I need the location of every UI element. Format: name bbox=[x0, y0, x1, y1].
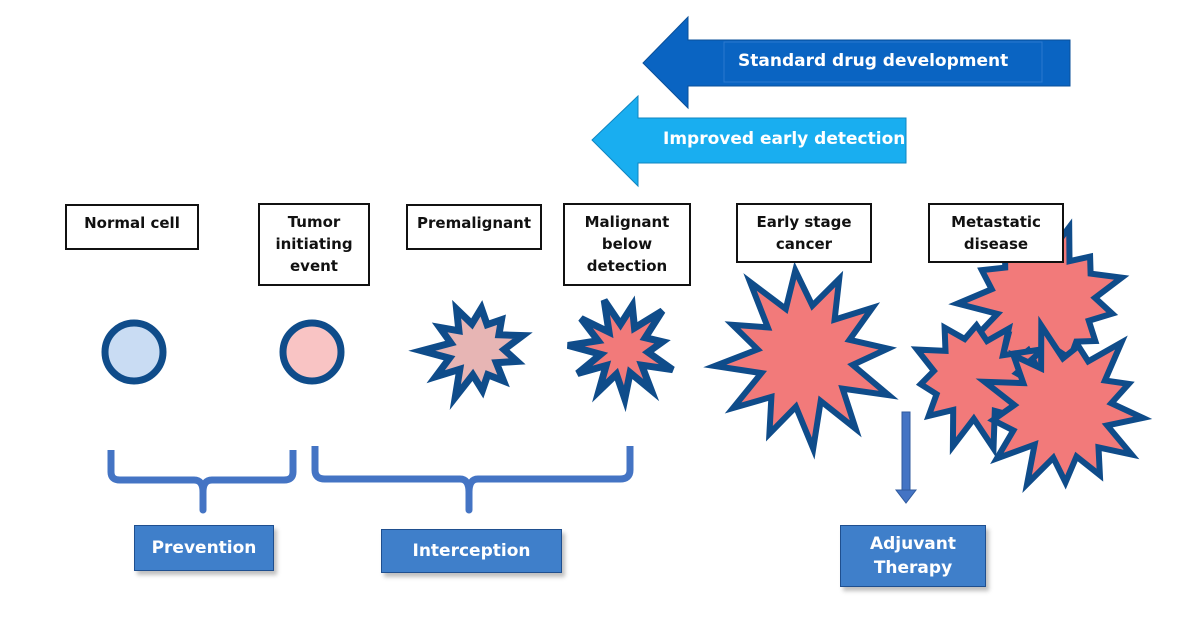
normal-cell-icon bbox=[101, 319, 167, 385]
adjuvant-arrow-shaft bbox=[901, 411, 911, 493]
stage-label: Normal cell bbox=[84, 214, 180, 232]
stage-malignant-below-detection: Malignant below detection bbox=[563, 203, 691, 286]
tumor-initiated-cell-icon bbox=[279, 319, 345, 385]
standard-drug-development-arrow bbox=[642, 15, 1071, 110]
stage-label: Premalignant bbox=[417, 214, 531, 232]
interception-bracket bbox=[311, 446, 634, 514]
metastatic-tumor-icon-3 bbox=[975, 315, 1153, 494]
stage-normal-cell: Normal cell bbox=[65, 204, 199, 250]
stage-early-stage-cancer: Early stage cancer bbox=[736, 203, 872, 263]
standard-arrow-inner-frame bbox=[723, 41, 1043, 83]
interception-box: Interception bbox=[381, 529, 562, 573]
stage-label: Early stage cancer bbox=[756, 213, 852, 253]
stage-label: Metastatic disease bbox=[951, 213, 1041, 253]
stage-metastatic-disease: Metastatic disease bbox=[928, 203, 1064, 263]
prevention-box: Prevention bbox=[134, 525, 274, 571]
prevention-bracket bbox=[107, 450, 297, 514]
premalignant-cell-icon bbox=[408, 299, 533, 411]
stage-label: Malignant below detection bbox=[584, 213, 670, 275]
standard-drug-development-label: Standard drug development bbox=[738, 51, 1009, 71]
improved-early-detection-arrow bbox=[591, 94, 907, 188]
malignant-cell-icon bbox=[566, 295, 675, 413]
stage-label: Tumor initiating event bbox=[275, 213, 353, 275]
early-stage-tumor-icon bbox=[703, 261, 899, 460]
adjuvant-therapy-box: Adjuvant Therapy bbox=[840, 525, 986, 587]
improved-early-detection-label: Improved early detection bbox=[663, 129, 906, 149]
stage-tumor-initiating-event: Tumor initiating event bbox=[258, 203, 370, 286]
stage-premalignant: Premalignant bbox=[406, 204, 542, 250]
adjuvant-arrow-head bbox=[894, 489, 918, 504]
